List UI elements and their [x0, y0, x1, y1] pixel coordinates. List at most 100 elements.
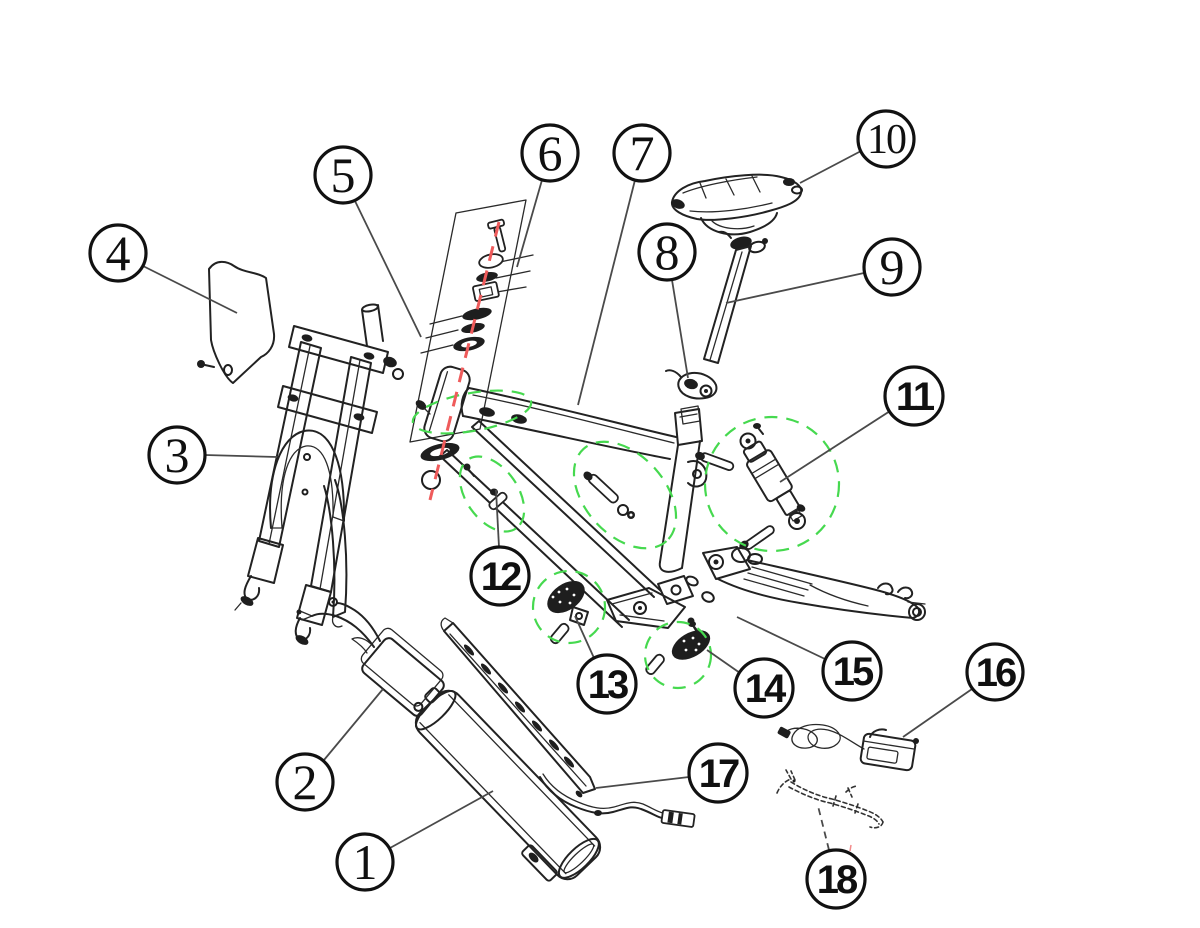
leader-line-6	[516, 179, 543, 268]
callout-11[interactable]: 11	[883, 365, 945, 427]
leader-line-5	[354, 200, 422, 338]
callout-4[interactable]: 4	[88, 223, 148, 283]
callout-number-15: 15	[833, 650, 874, 694]
callout-circle-1[interactable]	[335, 832, 395, 892]
callout-circle-14[interactable]	[733, 657, 795, 719]
leader-line-14	[706, 649, 741, 674]
number-plate-drawing	[197, 260, 276, 384]
callout-18[interactable]: 18	[805, 848, 867, 910]
callout-number-9: 9	[880, 239, 905, 295]
leader-line-17	[595, 776, 690, 789]
callout-16[interactable]: 16	[965, 642, 1025, 702]
callout-number-14: 14	[745, 667, 787, 711]
callout-7[interactable]: 7	[612, 123, 672, 183]
callout-14[interactable]: 14	[733, 657, 795, 719]
battery-rail-drawing	[440, 617, 596, 798]
leader-line-16	[902, 688, 973, 738]
callout-circle-9[interactable]	[862, 237, 922, 297]
green-group-ellipse-6	[643, 620, 713, 690]
callout-2[interactable]: 2	[275, 752, 335, 812]
callout-6[interactable]: 6	[520, 123, 580, 183]
callout-circle-11[interactable]	[883, 365, 945, 427]
callout-1[interactable]: 1	[335, 832, 395, 892]
callout-circle-7[interactable]	[612, 123, 672, 183]
callout-number-10: 10	[867, 117, 906, 163]
leader-line-8	[671, 279, 689, 379]
leader-line-11	[779, 410, 891, 483]
wire-harness-drawing	[776, 769, 884, 829]
callout-8[interactable]: 8	[637, 222, 697, 282]
leader-line-12	[495, 489, 500, 548]
saddle-drawing	[670, 173, 803, 236]
callout-circle-5[interactable]	[313, 145, 373, 205]
callout-circle-10[interactable]	[856, 109, 916, 169]
leader-line-13	[574, 615, 595, 659]
callout-circle-13[interactable]	[576, 653, 638, 715]
headset-stack-drawing	[420, 218, 507, 490]
red-assembly-axis	[428, 221, 501, 501]
headtube-screws-drawing	[415, 400, 508, 511]
leader-line-3	[204, 454, 278, 458]
callout-10[interactable]: 10	[856, 109, 916, 169]
callout-number-6: 6	[538, 125, 563, 181]
callout-circle-16[interactable]	[965, 642, 1025, 702]
callout-15[interactable]: 15	[821, 640, 883, 702]
callout-circle-3[interactable]	[147, 425, 207, 485]
callout-circle-18[interactable]	[805, 848, 867, 910]
footpeg-right-drawing	[645, 621, 711, 675]
callout-circle-17[interactable]	[687, 742, 749, 804]
callout-number-11: 11	[896, 375, 935, 419]
controller-drawing	[296, 597, 445, 717]
leader-line-9	[725, 272, 865, 304]
callout-circle-15[interactable]	[821, 640, 883, 702]
callout-number-12: 12	[481, 555, 521, 599]
callout-number-16: 16	[976, 651, 1016, 695]
frame-bolt-kit-drawing	[583, 471, 635, 519]
callout-5[interactable]: 5	[313, 145, 373, 205]
callout-circle-4[interactable]	[88, 223, 148, 283]
rear-shock-drawing	[695, 423, 806, 550]
green-group-ellipse-4	[703, 415, 841, 553]
callout-circle-12[interactable]	[469, 545, 531, 607]
leader-line-7	[577, 179, 636, 406]
main-cable-drawing	[539, 773, 696, 828]
seat-clamp-drawing	[665, 369, 718, 425]
callout-12[interactable]: 12	[469, 545, 531, 607]
footpeg-left-drawing	[547, 580, 589, 645]
leader-line-15	[736, 616, 826, 660]
callout-number-18: 18	[817, 858, 858, 902]
green-group-ellipse-3	[572, 440, 678, 550]
callout-number-1: 1	[353, 834, 378, 890]
callout-number-8: 8	[655, 224, 680, 280]
callout-number-4: 4	[106, 225, 131, 281]
callout-number-5: 5	[331, 147, 356, 203]
swingarm-drawing	[685, 546, 926, 633]
headset-panel-drawing	[409, 199, 534, 443]
callout-circle-6[interactable]	[520, 123, 580, 183]
front-fork-drawing	[234, 303, 404, 645]
callout-17[interactable]: 17	[687, 742, 749, 804]
charger-drawing	[777, 723, 919, 772]
leader-line-10	[799, 150, 862, 184]
seatpost-drawing	[703, 230, 768, 364]
green-group-ellipse-1	[411, 389, 533, 435]
red-mark-1	[849, 844, 852, 852]
callout-number-3: 3	[165, 427, 190, 483]
battery-drawing	[414, 687, 602, 882]
leader-line-1	[389, 790, 494, 849]
callout-number-7: 7	[630, 125, 655, 181]
callout-number-13: 13	[588, 663, 628, 707]
green-group-ellipse-5	[531, 569, 607, 645]
leader-line-4	[142, 265, 238, 314]
leader-line-18	[817, 805, 830, 851]
callout-3[interactable]: 3	[147, 425, 207, 485]
callout-number-17: 17	[699, 752, 739, 796]
callout-circle-2[interactable]	[275, 752, 335, 812]
callout-13[interactable]: 13	[576, 653, 638, 715]
leader-line-2	[323, 688, 384, 761]
callout-9[interactable]: 9	[862, 237, 922, 297]
callout-circle-8[interactable]	[637, 222, 697, 282]
